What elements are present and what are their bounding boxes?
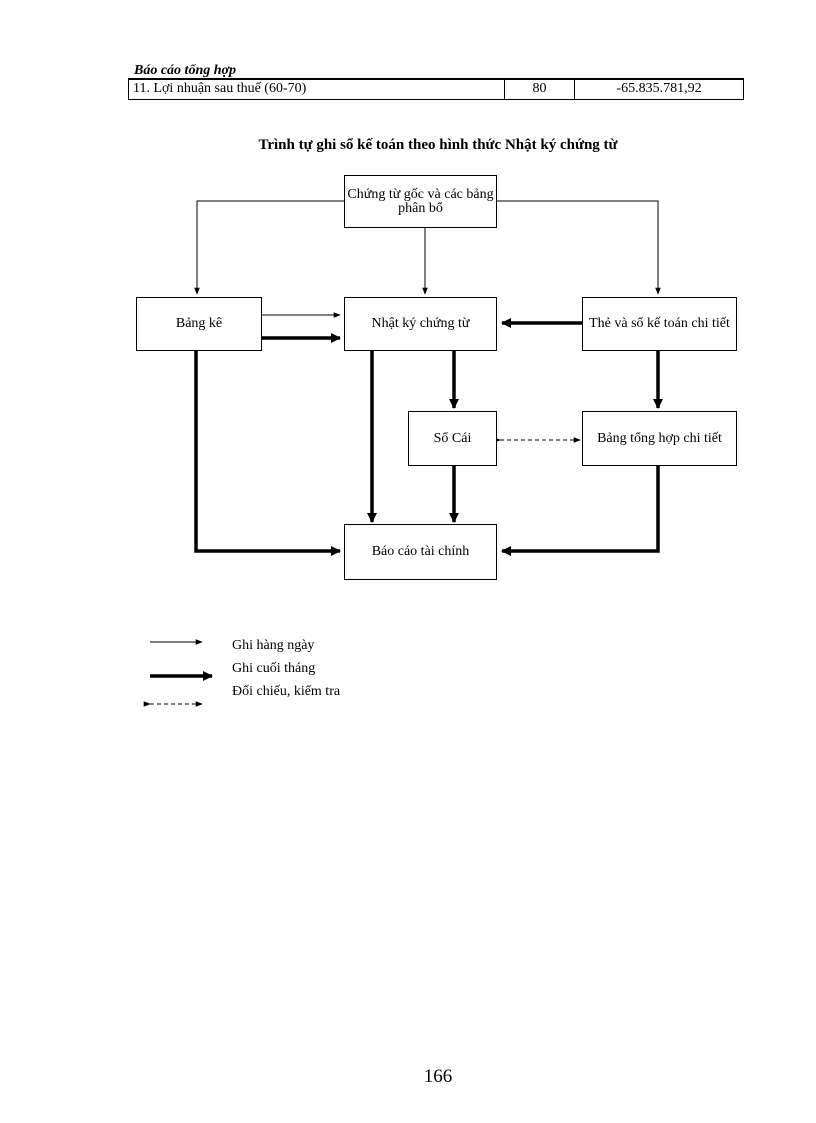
monthly-arrows [194,318,663,556]
box-the-so-ke-toan: Thẻ và sổ kế toán chi tiết [582,297,737,351]
row-code: 80 [505,80,575,99]
header-rule [128,78,744,80]
legend-check-label: Đối chiếu, kiểm tra [232,684,341,699]
box-source-documents: Chứng từ gốc và các bảng phân bổ [344,175,497,228]
box-bang-tong-hop: Bảng tổng hợp chi tiết [582,411,737,466]
box-bao-cao-tai-chinh: Báo cáo tài chính [344,524,497,580]
daily-arrows [194,200,661,318]
box-nhat-ky-chung-tu: Nhật ký chứng từ [344,297,497,351]
legend-symbols [143,639,213,707]
row-value: -65.835.781,92 [616,81,702,96]
financial-table-row: 11. Lợi nhuận sau thuế (60-70) 80 -65.83… [128,80,744,100]
legend-monthly-label: Ghi cuối tháng [232,661,316,676]
report-header-title: Báo cáo tổng hợp [134,63,237,78]
legend-daily-label: Ghi hàng ngày [232,638,315,653]
row-label: 11. Lợi nhuận sau thuế (60-70) [129,80,505,99]
box-bang-ke: Bảng kê [136,297,262,351]
box-so-cai: Sổ Cái [408,411,497,466]
diagram-title: Trình tự ghi sổ kế toán theo hình thức N… [258,137,618,153]
page-number: 166 [423,1066,453,1087]
